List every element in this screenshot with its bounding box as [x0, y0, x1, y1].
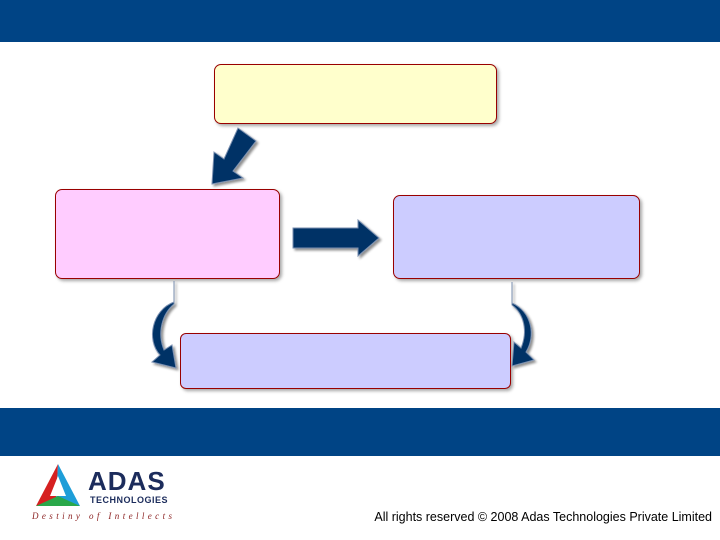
curved-arrow-left [150, 281, 177, 369]
bottom-banner [0, 408, 720, 456]
diagram-box-bottom [180, 333, 511, 389]
diagram-box-right [393, 195, 640, 279]
curved-arrow-right [511, 282, 535, 367]
top-banner [0, 0, 720, 42]
diagonal-arrow [211, 127, 257, 185]
triangle-logo-icon [36, 464, 80, 506]
copyright-text: All rights reserved © 2008 Adas Technolo… [374, 510, 712, 524]
diagram-box-top [214, 64, 497, 124]
company-logo: ADAS TECHNOLOGIES Destiny of Intellects [28, 462, 228, 524]
flow-arrows [150, 127, 535, 369]
logo-wordmark: ADAS [88, 466, 166, 496]
logo-tagline: Destiny of Intellects [32, 511, 176, 521]
logo-subtitle: TECHNOLOGIES [90, 495, 169, 505]
right-arrow [292, 218, 380, 258]
diagram-box-left [55, 189, 280, 279]
